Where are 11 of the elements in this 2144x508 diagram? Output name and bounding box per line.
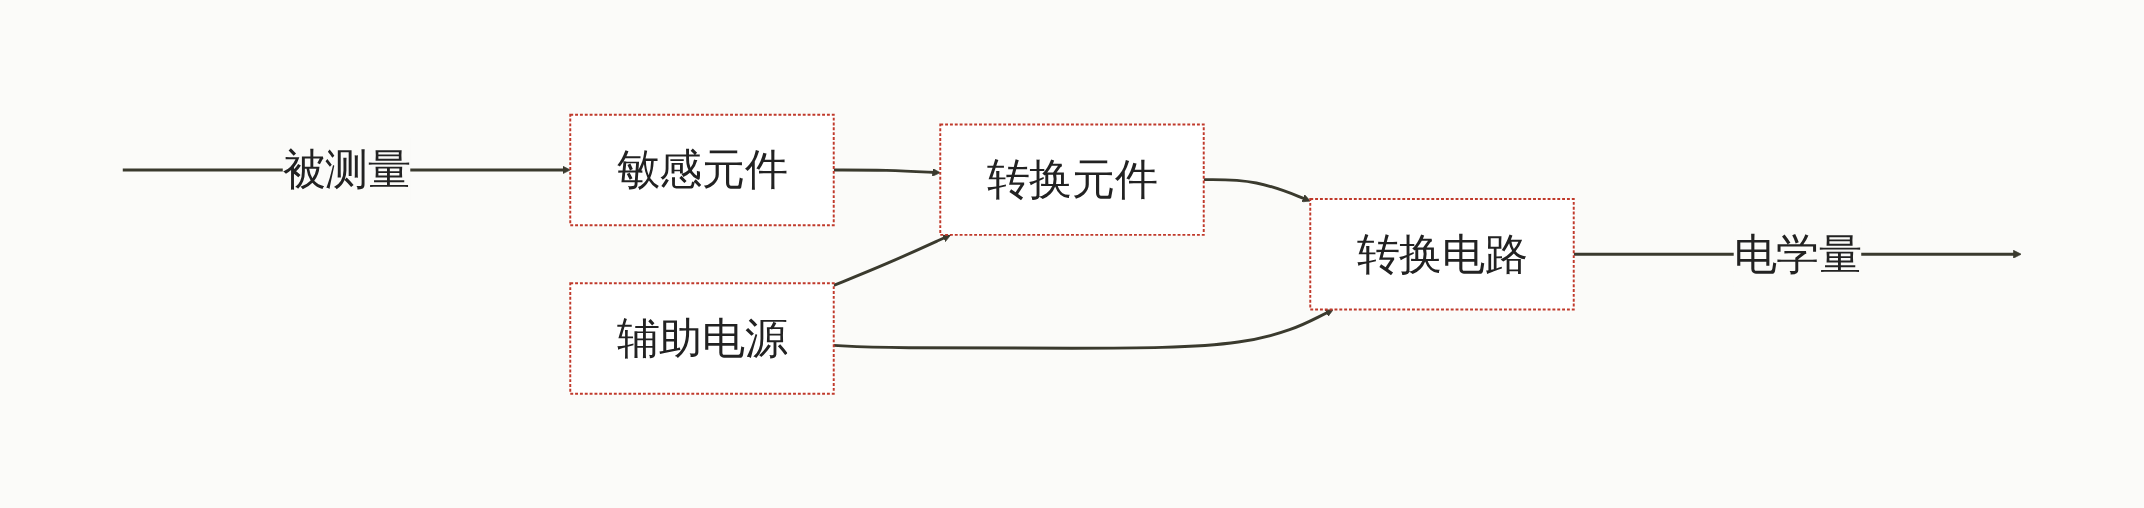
node-box [569, 282, 835, 395]
node-box [939, 123, 1205, 236]
arrow [833, 233, 952, 287]
edge-label: 被测量 [282, 144, 411, 194]
arrow [1203, 177, 1311, 202]
arrow [833, 167, 941, 177]
node-box [569, 113, 835, 226]
arrow [833, 308, 1334, 350]
edge-label: 电学量 [1733, 228, 1862, 279]
block-diagram: 被测量 电学量 敏感元件 转换元件 转换电路 辅助电源 [22, 106, 2122, 402]
node-box [1309, 197, 1575, 311]
